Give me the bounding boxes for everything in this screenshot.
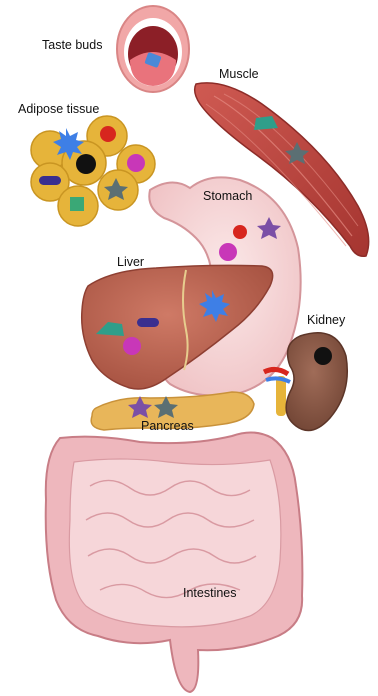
- taste-buds-label: Taste buds: [42, 38, 102, 52]
- liver-magenta-circle: [123, 337, 141, 355]
- adipose-navy-capsule: [39, 176, 61, 185]
- stomach-red-circle: [233, 225, 247, 239]
- mouth-illustration: [117, 6, 189, 92]
- stomach-magenta-circle: [219, 243, 237, 261]
- liver-label: Liver: [117, 255, 144, 269]
- adipose-tissue-label: Adipose tissue: [18, 102, 99, 116]
- liver-navy-capsule: [137, 318, 159, 327]
- muscle-label: Muscle: [219, 67, 259, 81]
- adipose-green-square: [70, 197, 84, 211]
- intestines-illustration: [46, 432, 303, 692]
- stomach-label: Stomach: [203, 189, 252, 203]
- adipose-magenta-circle: [127, 154, 145, 172]
- pancreas-label: Pancreas: [141, 419, 194, 433]
- intestines-label: Intestines: [183, 586, 237, 600]
- kidney-label: Kidney: [307, 313, 346, 327]
- adipose-red-circle: [100, 126, 116, 142]
- adipose-black-circle: [76, 154, 96, 174]
- kidney-black-circle: [314, 347, 332, 365]
